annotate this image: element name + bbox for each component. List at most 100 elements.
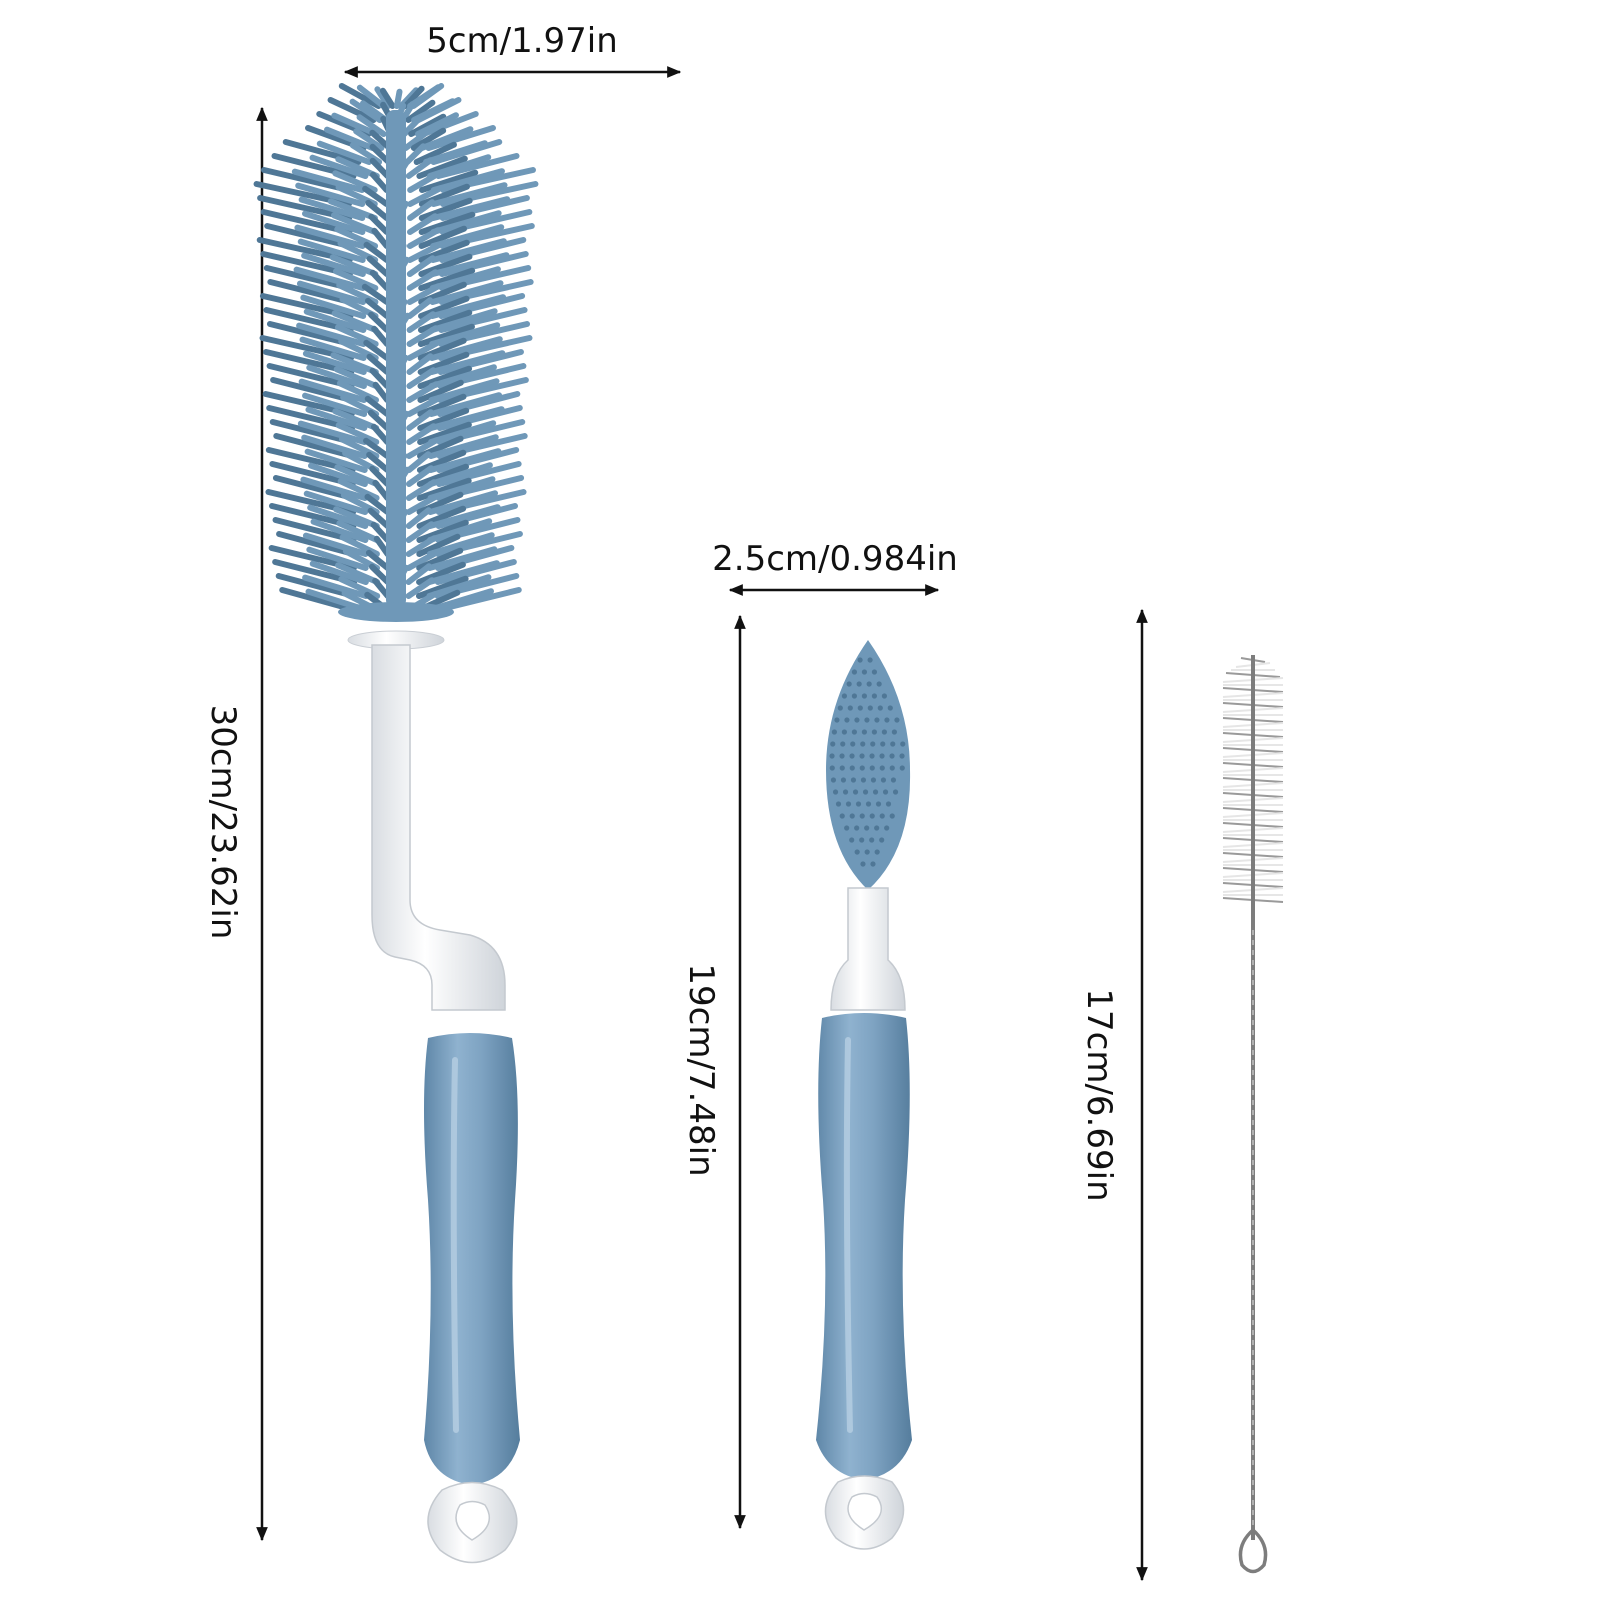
silicone-ridge (872, 789, 879, 795)
silicone-bristle (436, 433, 528, 459)
silicone-bristle (406, 311, 436, 333)
silicone-bristle (337, 478, 380, 501)
silicone-bristle (415, 575, 469, 599)
nipple-brush-hang-loop (824, 1475, 905, 1550)
silicone-bristle (301, 434, 368, 459)
silicone-bristle (417, 407, 470, 431)
silicone-ridge (851, 729, 857, 735)
silicone-bristle (418, 267, 476, 291)
large-brush-length-label: 30cm/23.62in (203, 705, 243, 940)
silicone-ridge (860, 777, 867, 783)
silicone-ridge (892, 789, 899, 795)
large-brush-hang-loop (427, 1481, 518, 1564)
silicone-bristle (405, 507, 432, 529)
silicone-bristle (393, 88, 403, 109)
silicone-bristle (438, 321, 531, 347)
silicone-ridge (850, 777, 857, 783)
nipple-brush (816, 640, 912, 1550)
silicone-bristle (269, 419, 356, 445)
large-brush-crank-shaft (371, 644, 506, 1011)
silicone-bristle (307, 462, 368, 487)
silicone-bristle (436, 475, 525, 501)
silicone-bristle (371, 227, 390, 249)
silicone-bristle (372, 479, 391, 501)
silicone-bristle (405, 465, 435, 487)
silicone-bristle (373, 535, 391, 557)
silicone-bristle (273, 433, 356, 459)
silicone-bristle (418, 225, 468, 249)
large-brush-width-label: 5cm/1.97in (426, 21, 618, 61)
silicone-bristle (370, 423, 391, 445)
silicone-ridge (885, 801, 892, 807)
silicone-bristle (436, 461, 522, 487)
large-brush-width-dimension: 5cm/1.97in (343, 21, 682, 78)
silicone-bristle (369, 143, 392, 165)
silicone-bristle (407, 213, 439, 235)
silicone-bristle (331, 310, 379, 333)
silicone-ridge (879, 765, 885, 771)
silicone-bristle (402, 129, 430, 151)
silicone-bristle (366, 255, 390, 277)
silicone-bristle (306, 546, 369, 571)
silicone-bristle (364, 493, 391, 515)
silicone-bristle (416, 463, 469, 487)
silicone-bristle (356, 114, 387, 137)
silicone-bristle (369, 563, 391, 585)
silicone-bristle (405, 521, 435, 543)
silicone-bristle (279, 587, 358, 613)
silicone-bristle (363, 241, 390, 263)
silicone-ridge (880, 777, 887, 783)
silicone-ridge (840, 741, 846, 747)
silicone-bristle (406, 269, 439, 291)
silicone-bristle (261, 167, 352, 193)
silicone-ridge (842, 789, 849, 795)
silicone-bristle (364, 395, 391, 417)
nipple-brush-neck (830, 887, 906, 1011)
nipple-brush-width-dimension: 2.5cm/0.984in (712, 539, 958, 596)
silicone-bristle (434, 587, 522, 613)
silicone-ridge (854, 717, 860, 723)
silicone-ridge (839, 765, 845, 771)
silicone-ridge (889, 765, 895, 771)
silicone-ridge (854, 849, 860, 855)
silicone-ridge (891, 729, 897, 735)
large-brush-handle (424, 1033, 520, 1485)
silicone-bristle (324, 126, 376, 151)
straw-brush (1222, 655, 1284, 1574)
silicone-bristle (264, 223, 353, 249)
silicone-bristle (430, 139, 503, 165)
silicone-bristle (435, 531, 523, 557)
silicone-ridge (837, 705, 843, 711)
silicone-bristle (370, 521, 391, 543)
silicone-bristle (368, 213, 390, 235)
silicone-ridge (889, 813, 895, 819)
silicone-bristle (293, 266, 366, 291)
silicone-ridge (871, 693, 878, 699)
silicone-bristle (434, 559, 517, 585)
silicone-ridge (864, 717, 870, 723)
silicone-bristle (327, 198, 378, 221)
silicone-bristle (299, 336, 367, 361)
silicone-bristle (369, 157, 391, 179)
silicone-ridge (849, 765, 855, 771)
silicone-bristle (302, 392, 368, 417)
silicone-bristle (435, 545, 515, 571)
silicone-bristle (282, 139, 362, 165)
silicone-bristle (333, 506, 380, 529)
silicone-bristle (405, 535, 438, 557)
silicone-ridge (900, 741, 906, 747)
silicone-bristle (263, 265, 354, 291)
silicone-ridge (869, 813, 875, 819)
silicone-bristle (417, 309, 473, 333)
silicone-bristle (416, 519, 469, 543)
silicone-ridge (869, 753, 875, 759)
silicone-ridge (857, 657, 863, 663)
silicone-bristle (363, 437, 391, 459)
silicone-bristle (405, 577, 435, 599)
silicone-bristle (316, 140, 372, 165)
silicone-bristle (406, 297, 434, 319)
silicone-ridge (859, 813, 865, 819)
silicone-ridge (832, 789, 839, 795)
silicone-bristle (406, 367, 437, 389)
silicone-bristle (439, 223, 535, 249)
